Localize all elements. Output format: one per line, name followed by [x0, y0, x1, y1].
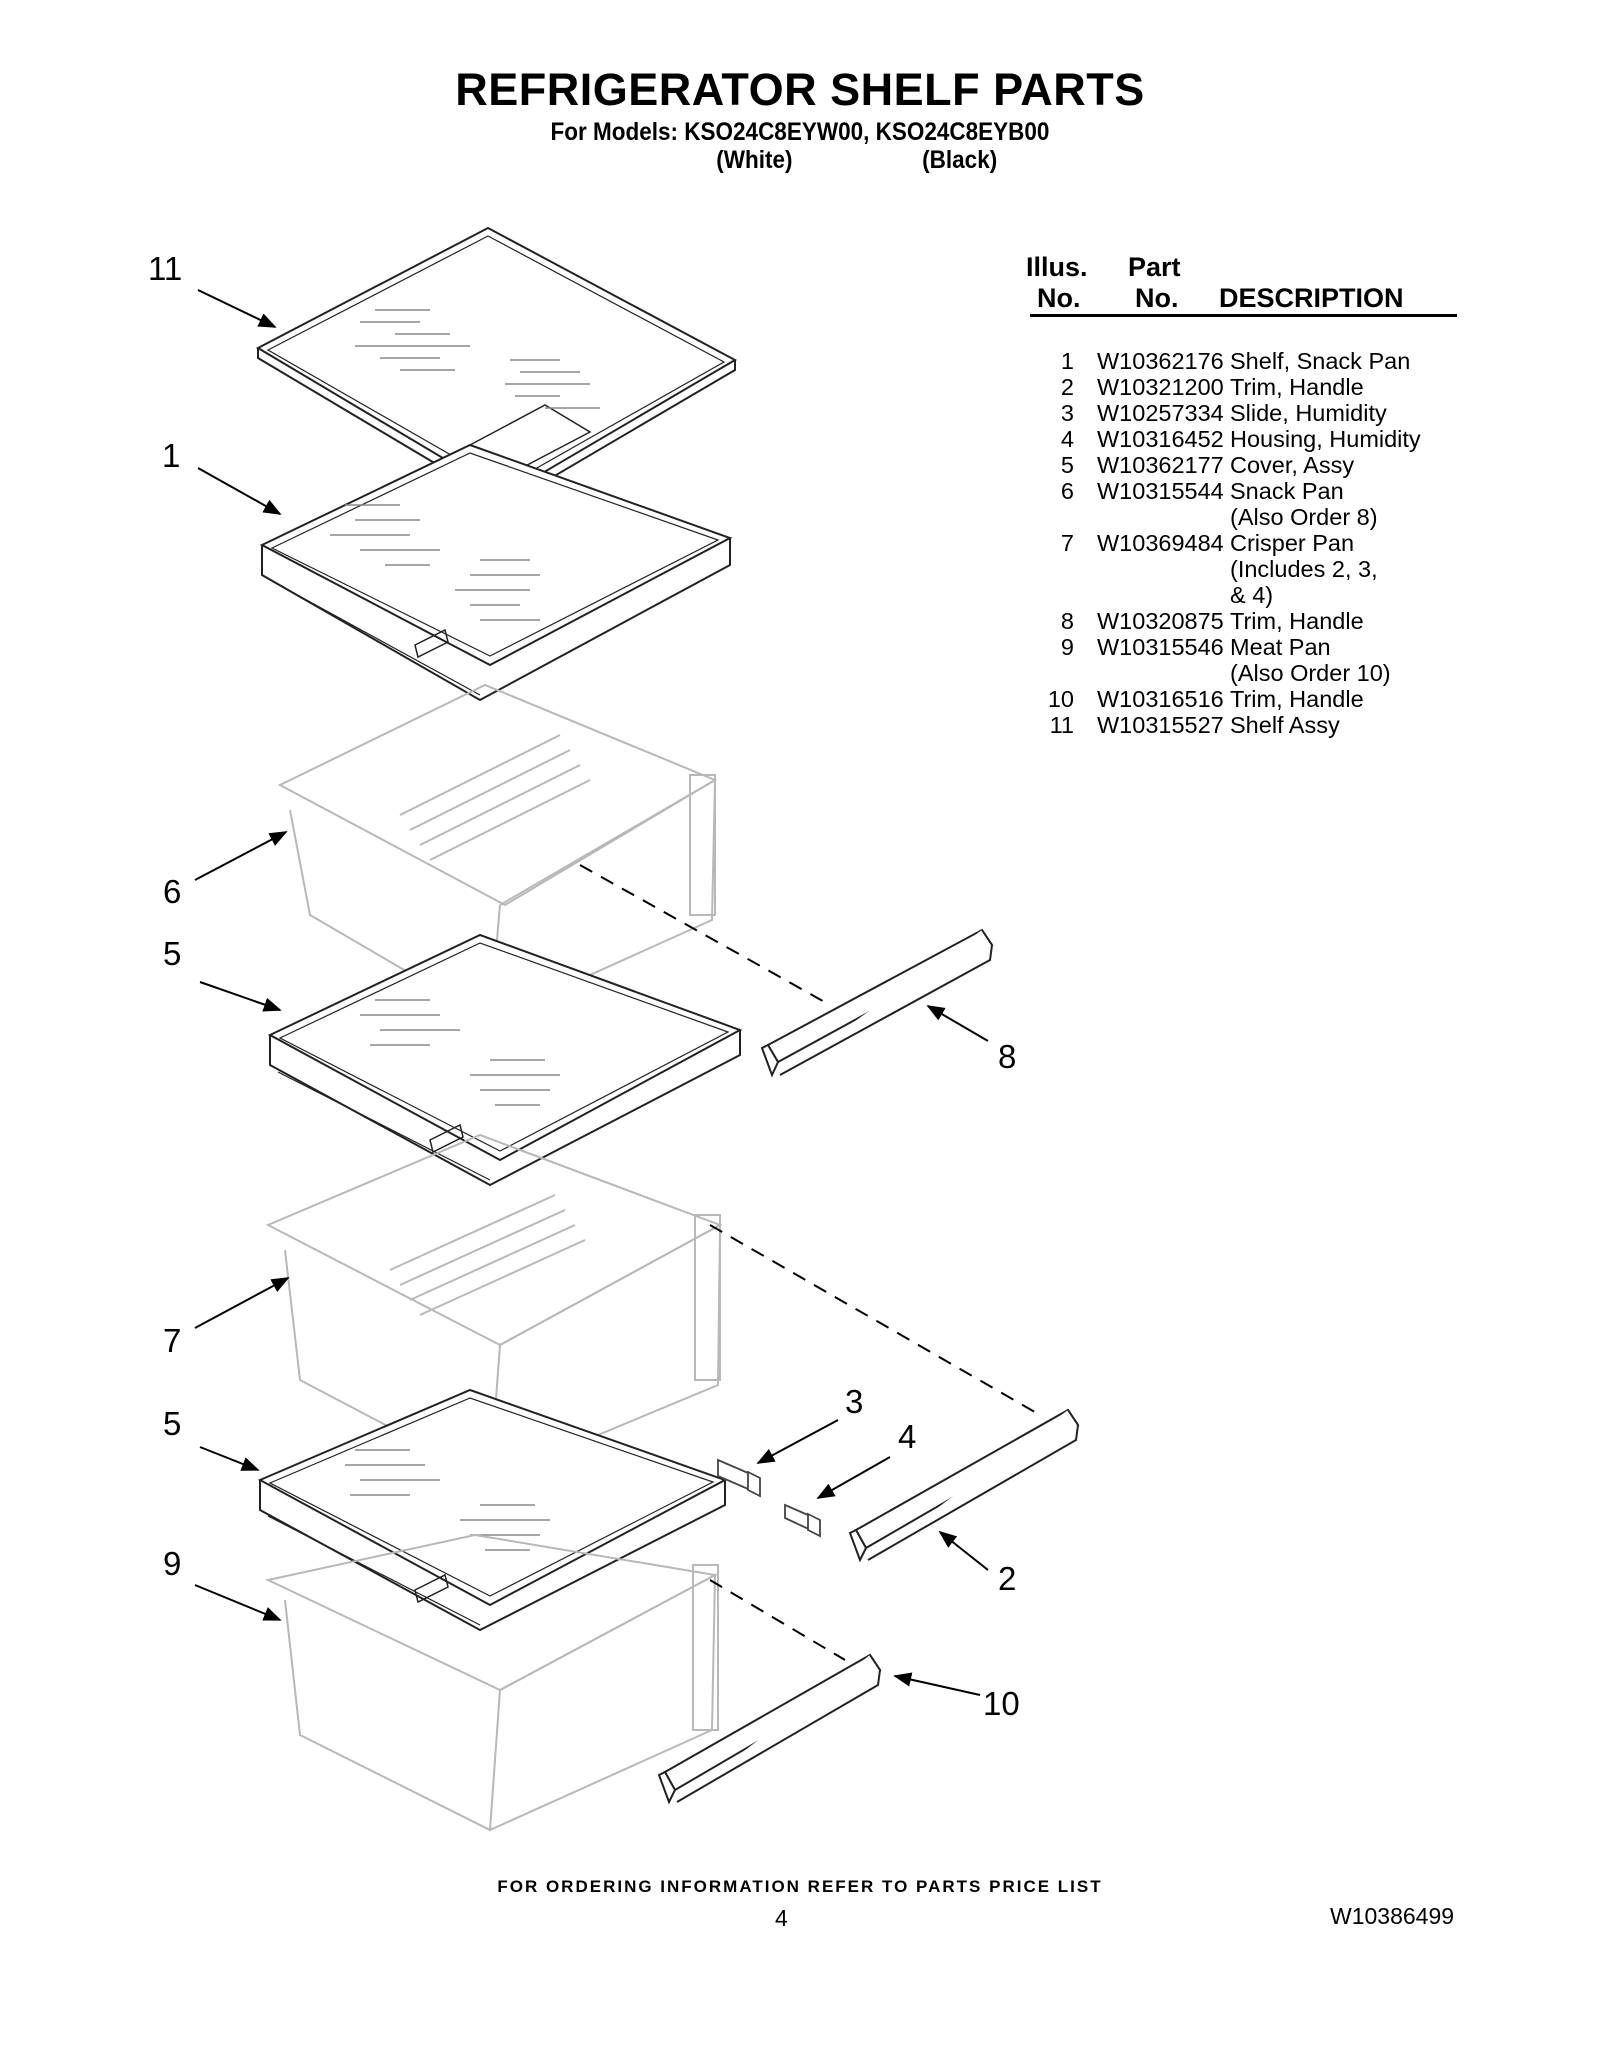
callout-4: 4	[898, 1418, 917, 1455]
callout-11: 11	[148, 250, 183, 287]
arrow-4	[816, 1456, 891, 1499]
slide-humidity-part-3	[717, 1458, 761, 1498]
callout-5-upper: 5	[163, 935, 182, 972]
description-continuation: (Also Order 8)	[1230, 504, 1378, 530]
arrow-6	[194, 831, 288, 881]
callout-5-lower: 5	[163, 1405, 182, 1442]
callout-8: 8	[998, 1038, 1017, 1075]
trim-handle-part-2	[848, 1408, 1080, 1563]
alignment-line-8	[579, 864, 831, 1006]
col-description-header: DESCRIPTION	[1219, 283, 1404, 313]
col-part-header-2: No.	[1135, 283, 1179, 313]
arrow-8	[926, 1005, 989, 1042]
housing-humidity-part-4	[784, 1503, 821, 1538]
arrow-3	[756, 1419, 839, 1464]
document-number: W10386499	[1330, 1903, 1455, 1929]
callout-9: 9	[163, 1545, 182, 1582]
description-continuation: (Includes 2, 3,	[1230, 556, 1378, 582]
alignment-line-2	[709, 1224, 1041, 1416]
cover-assy-part-5-upper	[267, 933, 743, 1187]
shelf-snack-pan-part-1	[259, 443, 733, 702]
trim-handle-part-10	[657, 1653, 882, 1805]
trim-handle-part-8	[760, 928, 994, 1078]
arrow-2	[938, 1530, 989, 1571]
callout-2: 2	[998, 1560, 1017, 1597]
color-black-label: (Black)	[922, 146, 998, 174]
description-continuation: & 4)	[1230, 582, 1274, 608]
ordering-note: FOR ORDERING INFORMATION REFER TO PARTS …	[497, 1877, 1103, 1896]
meat-pan-part-9	[264, 1533, 719, 1832]
alignment-line-10	[709, 1579, 846, 1661]
arrow-9	[194, 1584, 282, 1621]
page-title: REFRIGERATOR SHELF PARTS	[455, 64, 1145, 115]
callout-1: 1	[162, 437, 181, 474]
arrow-1	[197, 467, 282, 515]
col-illus-header-1: Illus.	[1026, 252, 1088, 282]
callout-6: 6	[163, 873, 182, 910]
arrow-7	[194, 1277, 290, 1329]
color-white-label: (White)	[716, 146, 793, 174]
col-part-header-1: Part	[1128, 252, 1181, 282]
callout-10: 10	[983, 1685, 1020, 1722]
models-line: For Models: KSO24C8EYW00, KSO24C8EYB00	[550, 118, 1050, 146]
callout-7: 7	[163, 1322, 182, 1359]
arrow-11	[197, 289, 277, 328]
page-number: 4	[775, 1905, 788, 1931]
arrow-5-lower	[199, 1446, 260, 1471]
description-continuation: (Also Order 10)	[1230, 660, 1391, 686]
arrow-10	[893, 1672, 981, 1696]
col-illus-header-2: No.	[1037, 283, 1081, 313]
arrow-5-upper	[199, 981, 282, 1012]
callout-3: 3	[845, 1383, 864, 1420]
header-rule	[1030, 314, 1457, 317]
cover-assy-part-5-lower	[257, 1388, 728, 1632]
